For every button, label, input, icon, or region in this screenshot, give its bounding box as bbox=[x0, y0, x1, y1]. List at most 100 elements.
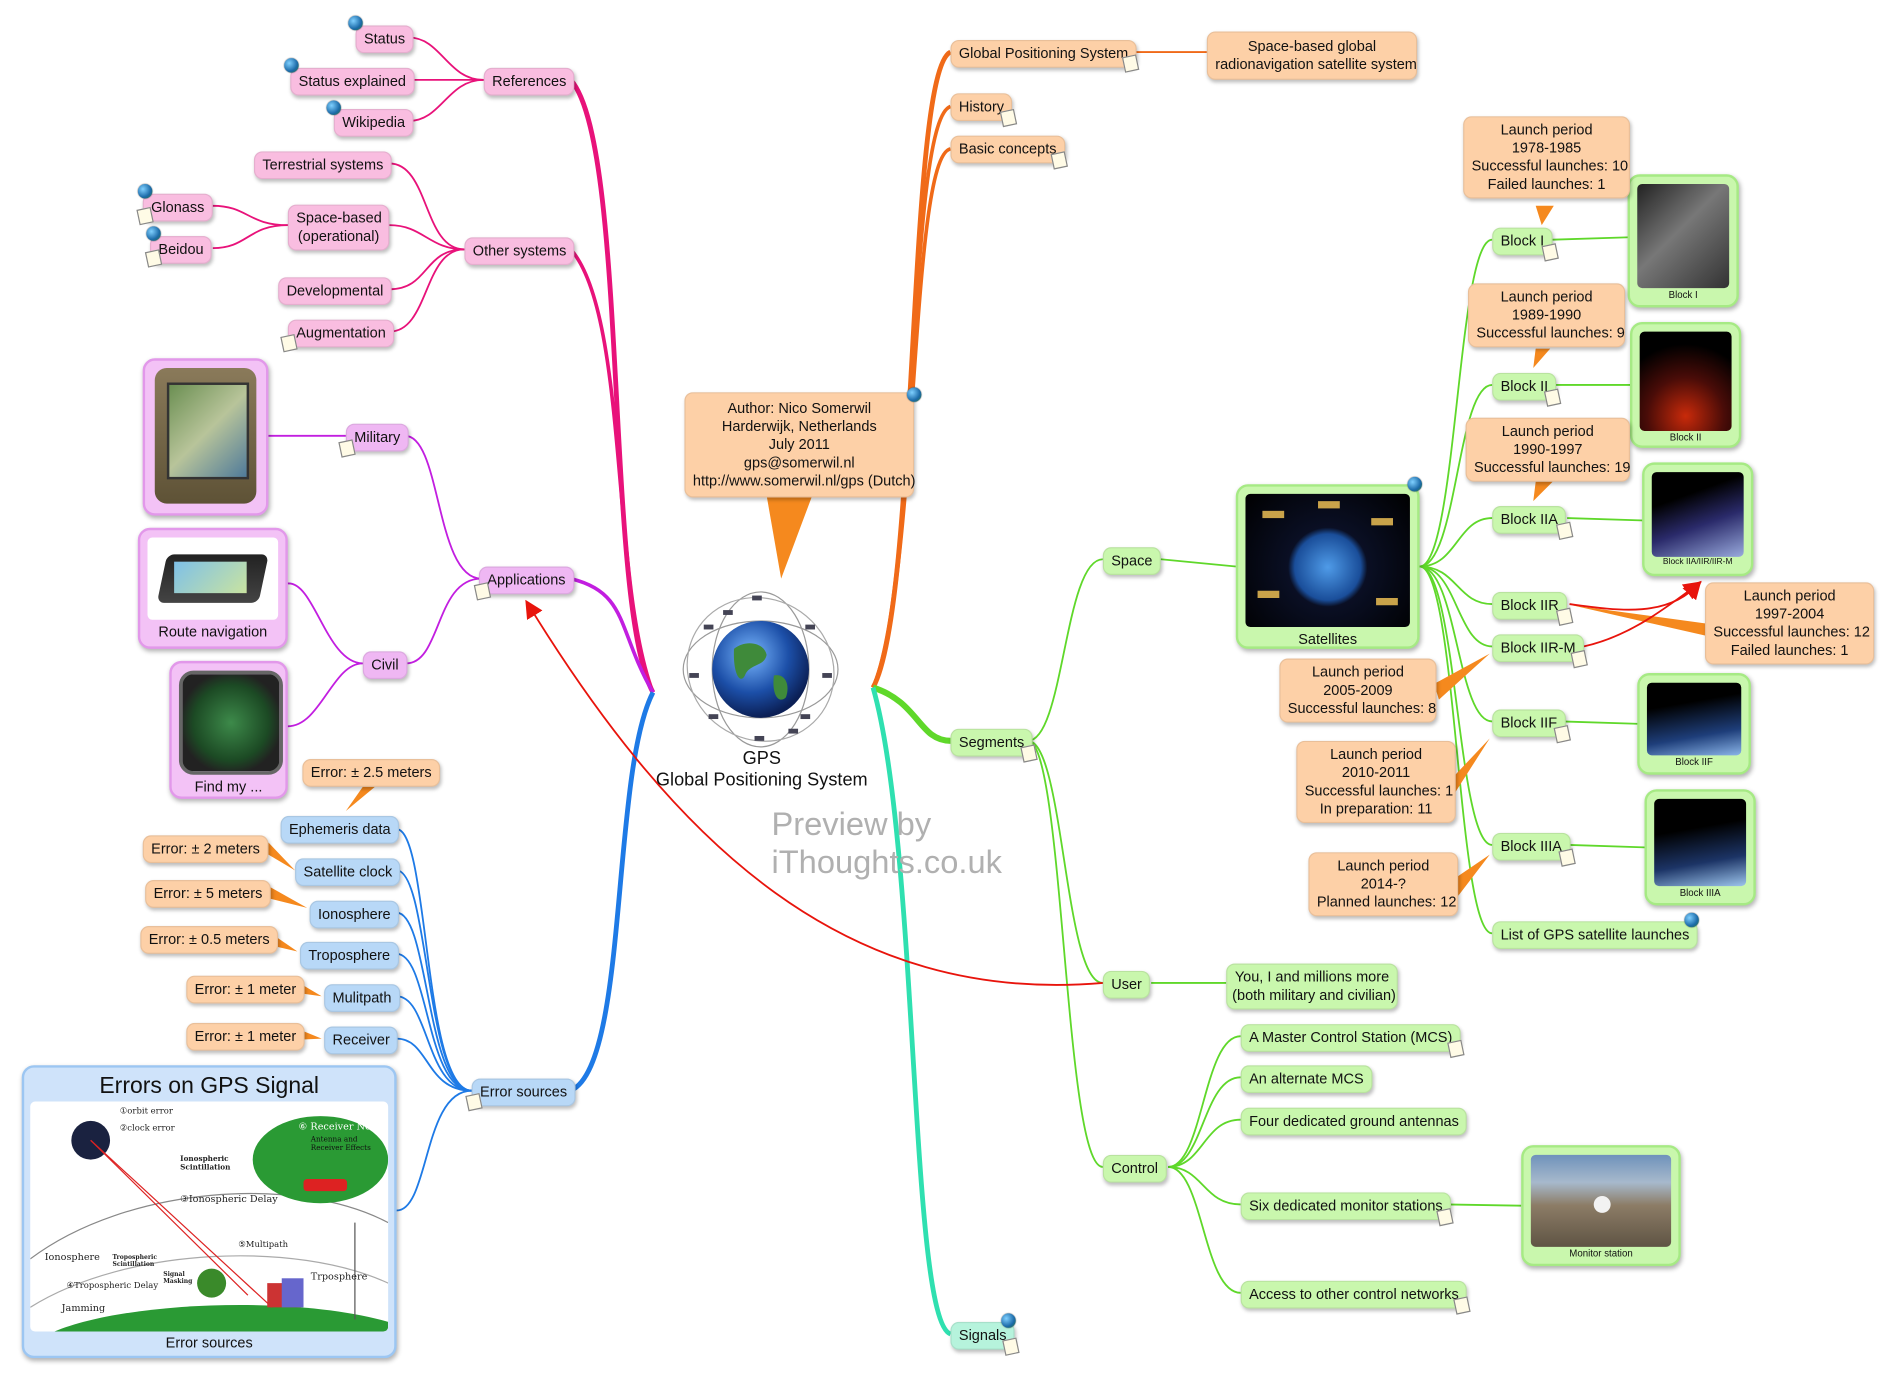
note-icon[interactable] bbox=[1543, 388, 1562, 407]
node-status[interactable]: Status bbox=[355, 25, 414, 54]
globe-icon[interactable] bbox=[146, 226, 161, 241]
find-my-image[interactable]: Find my ... bbox=[169, 660, 288, 799]
error-ephemeris-note[interactable]: Error: ± 2.5 meters bbox=[302, 758, 441, 787]
node-wikipedia[interactable]: Wikipedia bbox=[333, 108, 414, 137]
globe-icon[interactable] bbox=[137, 183, 153, 199]
central-title[interactable]: GPS Global Positioning System bbox=[641, 748, 883, 792]
block-iia-image[interactable]: Block IIA/IIR/IIR-M bbox=[1642, 462, 1754, 577]
note-icon[interactable] bbox=[1121, 54, 1140, 73]
note-icon[interactable] bbox=[1447, 1039, 1465, 1059]
block-i-image[interactable]: Block I bbox=[1627, 174, 1739, 308]
node-ionosphere[interactable]: Ionosphere bbox=[309, 900, 400, 929]
note-icon[interactable] bbox=[1570, 649, 1588, 669]
errors-on-gps-signal-figure[interactable]: Errors on GPS Signal ①orbit error ②clock… bbox=[21, 1065, 397, 1359]
node-monitor-stations[interactable]: Six dedicated monitor stations bbox=[1240, 1192, 1452, 1221]
note-icon[interactable] bbox=[1558, 848, 1576, 867]
block-iif-image[interactable]: Block IIF bbox=[1637, 673, 1751, 775]
node-block-ii[interactable]: Block II bbox=[1492, 372, 1557, 401]
node-terrestrial-systems[interactable]: Terrestrial systems bbox=[253, 151, 392, 180]
note-icon[interactable] bbox=[1555, 521, 1574, 541]
note-icon[interactable] bbox=[1541, 243, 1559, 262]
error-satellite-clock-note[interactable]: Error: ± 2 meters bbox=[142, 835, 269, 864]
block-ii-launch-note[interactable]: Launch period 1989-1990 Successful launc… bbox=[1467, 283, 1626, 348]
user-description-node[interactable]: You, I and millions more (both military … bbox=[1226, 963, 1398, 1010]
node-references[interactable]: References bbox=[483, 67, 575, 96]
node-block-iif[interactable]: Block IIF bbox=[1492, 709, 1566, 738]
figure-label: ②clock error bbox=[119, 1123, 175, 1134]
node-civil[interactable]: Civil bbox=[362, 651, 408, 680]
note-icon[interactable] bbox=[1555, 607, 1574, 626]
node-space[interactable]: Space bbox=[1102, 547, 1161, 575]
node-segments[interactable]: Segments bbox=[950, 728, 1033, 757]
node-satellite-clock[interactable]: Satellite clock bbox=[295, 858, 401, 887]
node-other-systems[interactable]: Other systems bbox=[464, 237, 575, 266]
globe-icon[interactable] bbox=[906, 387, 922, 402]
block-ii-image[interactable]: Block II bbox=[1630, 321, 1742, 448]
launch-line: 1997-2004 bbox=[1754, 605, 1825, 623]
error-multipath-note[interactable]: Error: ± 1 meter bbox=[186, 975, 305, 1004]
globe-icon[interactable] bbox=[326, 100, 341, 115]
globe-icon[interactable] bbox=[1001, 1313, 1016, 1328]
node-user[interactable]: User bbox=[1102, 970, 1151, 999]
gps-definition-note[interactable]: Space-based global radionavigation satel… bbox=[1206, 31, 1418, 80]
node-applications[interactable]: Applications bbox=[478, 566, 575, 595]
node-block-i[interactable]: Block I bbox=[1492, 227, 1553, 256]
node-master-control-station[interactable]: A Master Control Station (MCS) bbox=[1240, 1024, 1461, 1052]
note-icon[interactable] bbox=[1020, 744, 1038, 763]
node-receiver[interactable]: Receiver bbox=[324, 1026, 399, 1055]
block-iif-launch-note[interactable]: Launch period 2010-2011 Successful launc… bbox=[1296, 740, 1456, 824]
route-navigation-image[interactable]: Route navigation bbox=[137, 527, 288, 649]
node-military[interactable]: Military bbox=[345, 423, 409, 452]
note-icon[interactable] bbox=[473, 582, 492, 601]
note-icon[interactable] bbox=[999, 108, 1018, 128]
monitor-station-image[interactable]: Monitor station bbox=[1521, 1145, 1681, 1267]
node-troposphere[interactable]: Troposphere bbox=[299, 941, 399, 970]
node-multipath[interactable]: Mulitpath bbox=[324, 984, 400, 1012]
military-gps-device-image[interactable] bbox=[142, 358, 269, 516]
error-ionosphere-note[interactable]: Error: ± 5 meters bbox=[145, 880, 271, 908]
node-other-control-networks[interactable]: Access to other control networks bbox=[1240, 1280, 1468, 1309]
node-history[interactable]: History bbox=[950, 93, 1013, 122]
globe-icon[interactable] bbox=[348, 15, 363, 31]
node-developmental[interactable]: Developmental bbox=[278, 277, 392, 306]
node-block-iiia[interactable]: Block IIIA bbox=[1492, 832, 1571, 861]
note-icon[interactable] bbox=[1453, 1296, 1471, 1315]
node-ephemeris-data[interactable]: Ephemeris data bbox=[280, 815, 400, 844]
node-error-sources[interactable]: Error sources bbox=[471, 1078, 576, 1107]
node-augmentation[interactable]: Augmentation bbox=[287, 319, 395, 348]
note-icon[interactable] bbox=[338, 439, 356, 458]
note-icon[interactable] bbox=[136, 206, 154, 226]
node-launch-list[interactable]: List of GPS satellite launches bbox=[1492, 921, 1698, 950]
node-glonass[interactable]: Glonass bbox=[142, 193, 213, 222]
note-icon[interactable] bbox=[1050, 151, 1068, 170]
note-icon[interactable] bbox=[1436, 1207, 1454, 1227]
node-ground-antennas[interactable]: Four dedicated ground antennas bbox=[1240, 1107, 1468, 1136]
node-control[interactable]: Control bbox=[1102, 1154, 1167, 1183]
note-icon[interactable] bbox=[1002, 1337, 1020, 1356]
author-note[interactable]: Author: Nico Somerwil Harderwijk, Nether… bbox=[684, 392, 915, 498]
block-i-launch-note[interactable]: Launch period 1978-1985 Successful launc… bbox=[1463, 116, 1631, 199]
error-receiver-note[interactable]: Error: ± 1 meter bbox=[186, 1022, 305, 1051]
block-iiia-launch-note[interactable]: Launch period 2014-? Planned launches: 1… bbox=[1308, 852, 1459, 917]
node-block-iia[interactable]: Block IIA bbox=[1492, 505, 1567, 534]
globe-icon[interactable] bbox=[1407, 476, 1423, 492]
note-icon[interactable] bbox=[144, 249, 163, 268]
node-alternate-mcs[interactable]: An alternate MCS bbox=[1240, 1065, 1373, 1094]
error-troposphere-note[interactable]: Error: ± 0.5 meters bbox=[140, 926, 279, 954]
node-block-iir-m[interactable]: Block IIR-M bbox=[1492, 634, 1585, 663]
node-global-positioning-system[interactable]: Global Positioning System bbox=[950, 39, 1137, 68]
node-basic-concepts[interactable]: Basic concepts bbox=[950, 135, 1065, 164]
globe-icon[interactable] bbox=[1684, 912, 1699, 928]
node-status-explained[interactable]: Status explained bbox=[290, 67, 415, 96]
satellites-image[interactable]: Satellites bbox=[1235, 484, 1420, 649]
note-icon[interactable] bbox=[280, 333, 298, 353]
block-iir-launch-note[interactable]: Launch period 1997-2004 Successful launc… bbox=[1704, 582, 1875, 665]
node-space-based-operational[interactable]: Space-based (operational) bbox=[287, 204, 390, 251]
node-block-iir[interactable]: Block IIR bbox=[1492, 591, 1568, 620]
block-iia-launch-note[interactable]: Launch period 1990-1997 Successful launc… bbox=[1465, 417, 1631, 482]
note-icon[interactable] bbox=[465, 1092, 483, 1112]
block-iir-m-launch-note[interactable]: Launch period 2005-2009 Successful launc… bbox=[1279, 658, 1437, 723]
note-icon[interactable] bbox=[1553, 724, 1572, 744]
block-iiia-image[interactable]: Block IIIA bbox=[1644, 789, 1756, 906]
globe-icon[interactable] bbox=[284, 58, 299, 73]
